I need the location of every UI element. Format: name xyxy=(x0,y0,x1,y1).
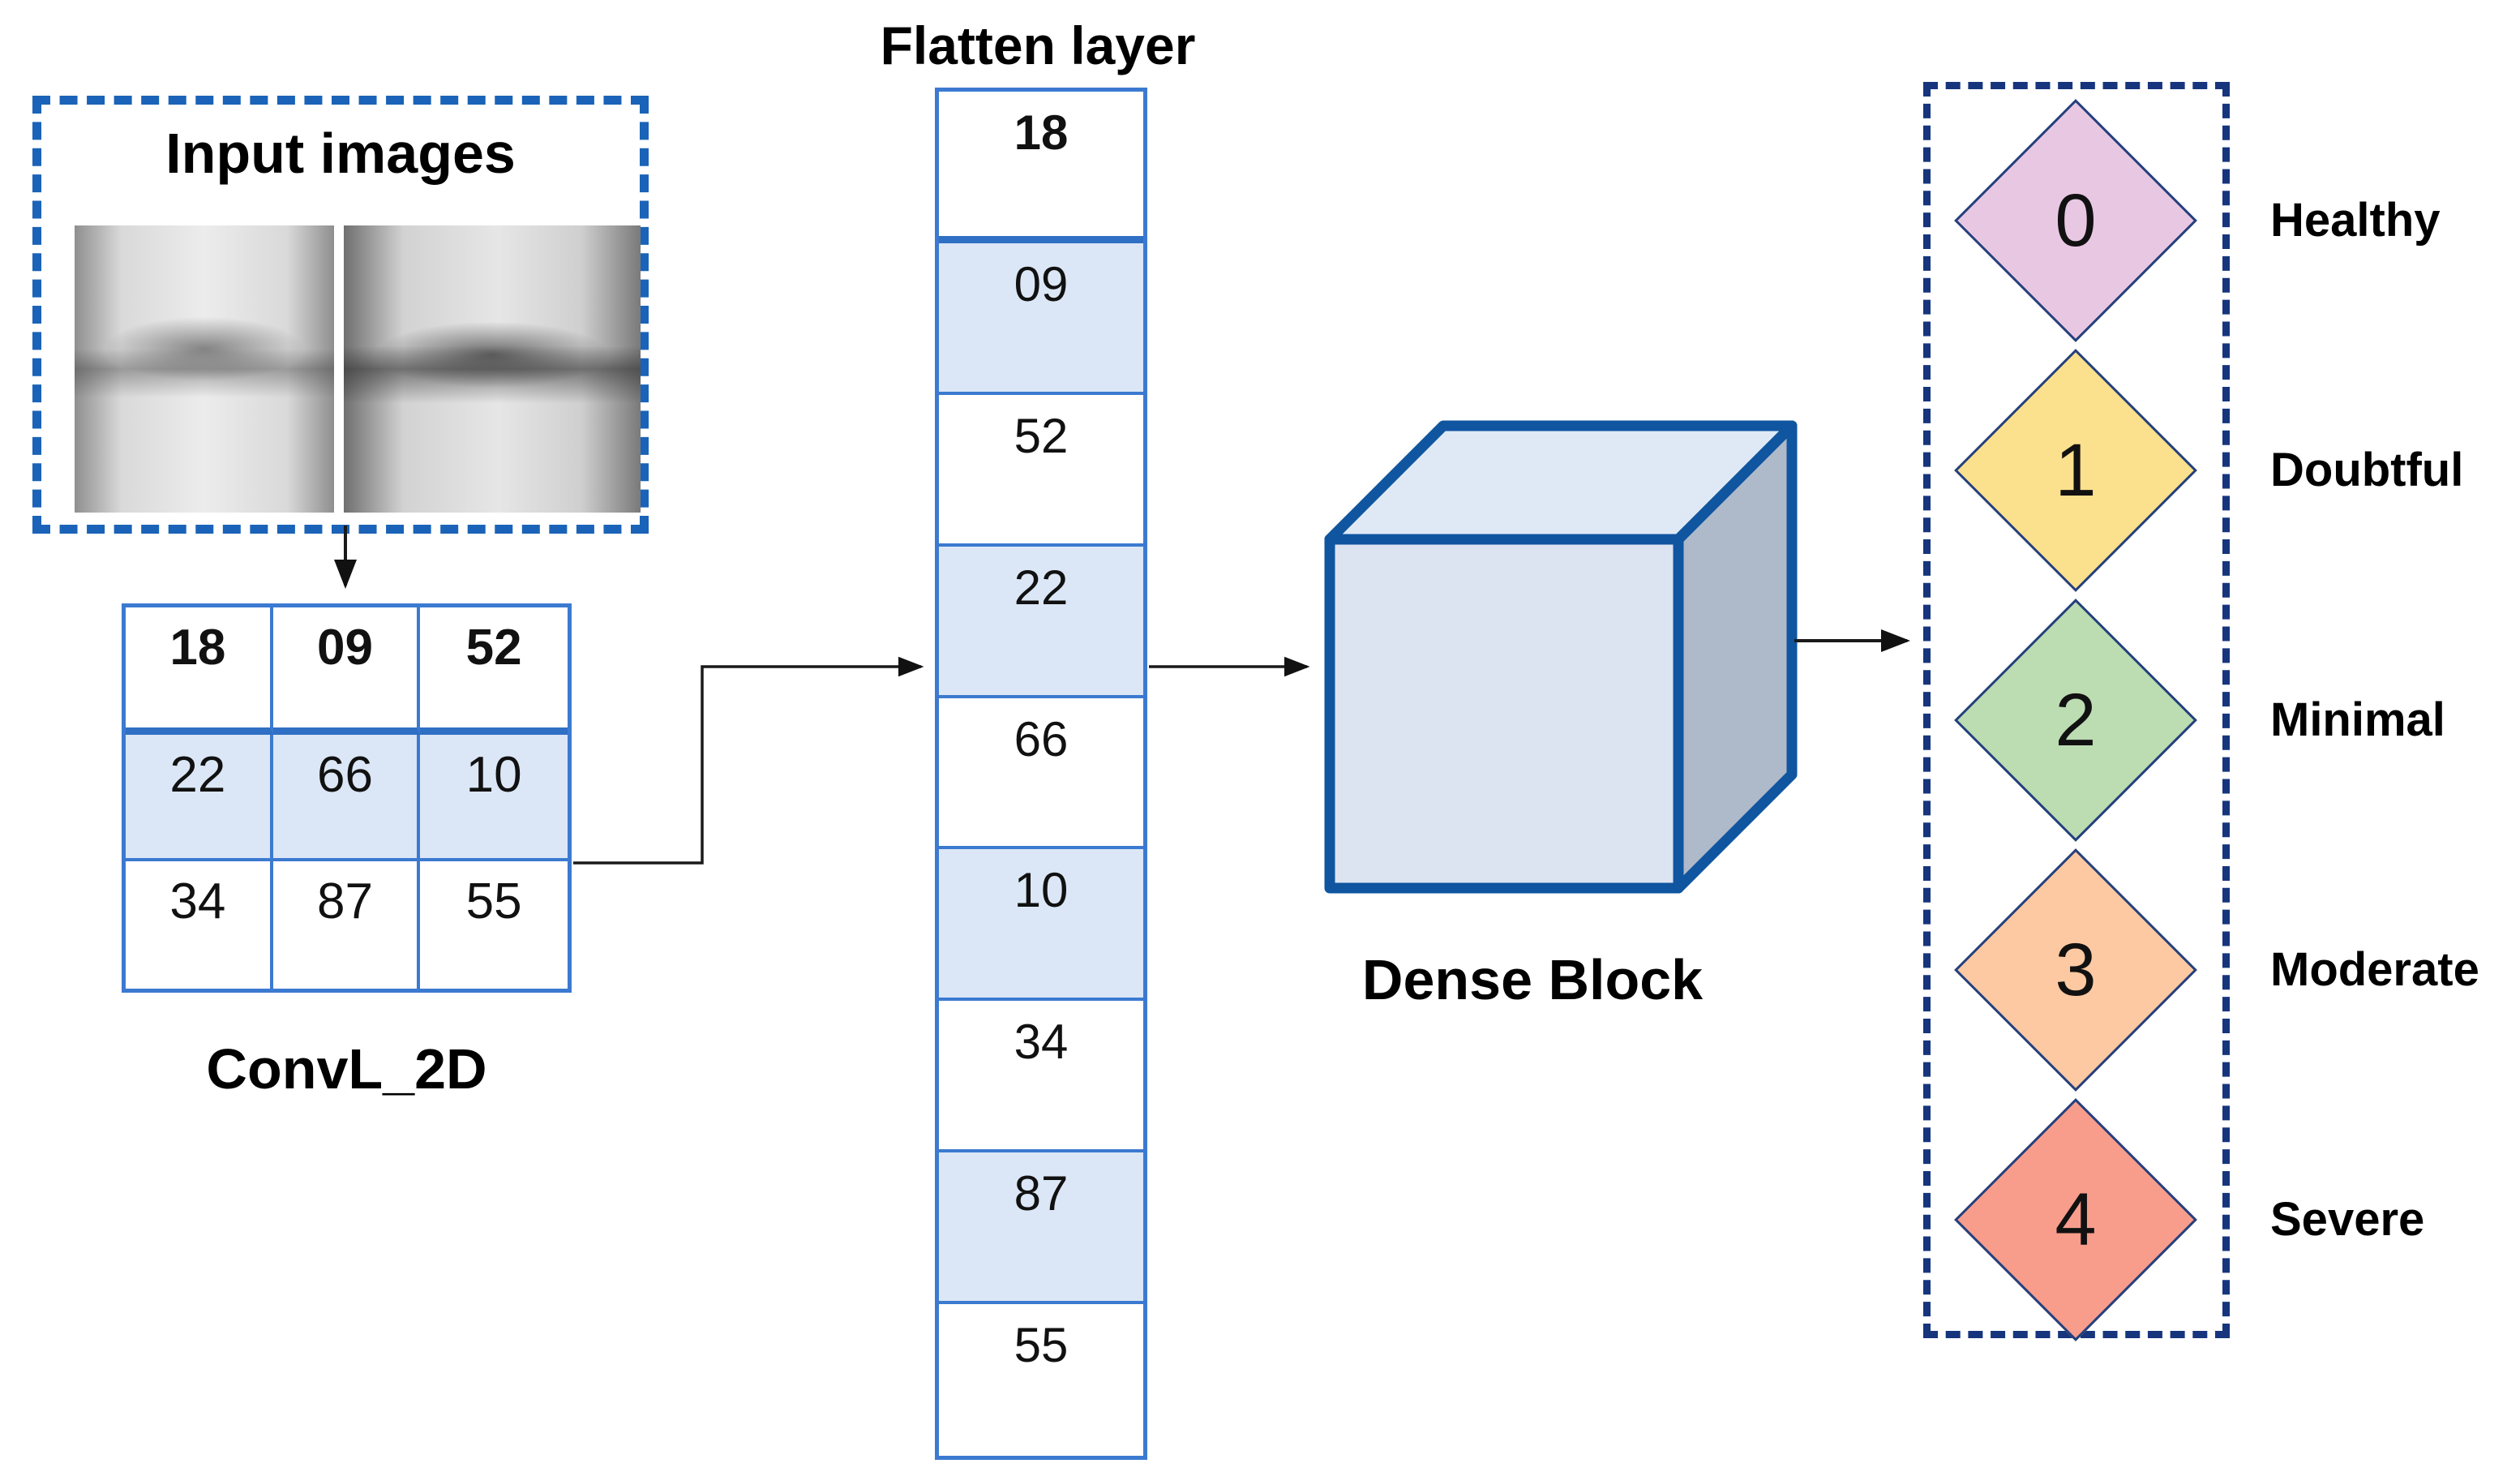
flatten-cell: 09 xyxy=(939,242,1143,395)
class-grade-number: 2 xyxy=(2055,678,2097,762)
matrix-cell: 52 xyxy=(420,607,568,735)
conv2d-matrix: 18 09 52 22 66 10 34 87 55 xyxy=(122,603,572,993)
flatten-cell: 52 xyxy=(939,395,1143,547)
class-grade-number: 0 xyxy=(2055,178,2097,262)
arrow-conv-to-flatten xyxy=(573,656,924,865)
class-grade-number: 3 xyxy=(2055,928,2097,1011)
knee-xray-image-right xyxy=(344,225,641,513)
flatten-layer-title: Flatten layer xyxy=(880,15,1196,75)
conv2d-label: ConvL_2D xyxy=(206,1037,487,1101)
input-images-title: Input images xyxy=(165,122,516,185)
matrix-cell: 55 xyxy=(465,873,522,930)
dense-block-label: Dense Block xyxy=(1361,948,1704,1011)
class-grade-number: 1 xyxy=(2055,428,2097,512)
class-label-healthy: Healthy xyxy=(2270,194,2441,247)
dense-block-cube xyxy=(1324,420,1798,894)
flatten-cell: 55 xyxy=(1014,1318,1069,1373)
class-label-doubtful: Doubtful xyxy=(2270,444,2464,496)
knee-xray-image-left xyxy=(75,225,334,513)
matrix-cell: 10 xyxy=(420,734,568,862)
matrix-cell: 66 xyxy=(272,734,421,862)
flatten-cell: 87 xyxy=(939,1152,1143,1305)
class-label-minimal: Minimal xyxy=(2270,693,2445,746)
flatten-layer-column: 18 09 52 22 66 10 34 87 55 xyxy=(935,88,1147,1460)
flatten-cell: 66 xyxy=(939,698,1143,850)
cube-front-face xyxy=(1324,534,1684,894)
flatten-cell: 22 xyxy=(939,546,1143,698)
flatten-cell: 34 xyxy=(939,1001,1143,1153)
matrix-cell: 18 xyxy=(126,607,273,735)
class-grade-number: 4 xyxy=(2055,1178,2097,1261)
flatten-cell: 10 xyxy=(939,849,1143,1002)
matrix-cell: 09 xyxy=(272,607,421,735)
class-label-moderate: Moderate xyxy=(2270,943,2479,996)
class-label-severe: Severe xyxy=(2270,1193,2425,1246)
matrix-cell: 34 xyxy=(126,861,273,989)
matrix-cell: 22 xyxy=(126,734,273,862)
flatten-cell: 18 xyxy=(939,92,1143,243)
matrix-cell: 87 xyxy=(273,861,421,989)
